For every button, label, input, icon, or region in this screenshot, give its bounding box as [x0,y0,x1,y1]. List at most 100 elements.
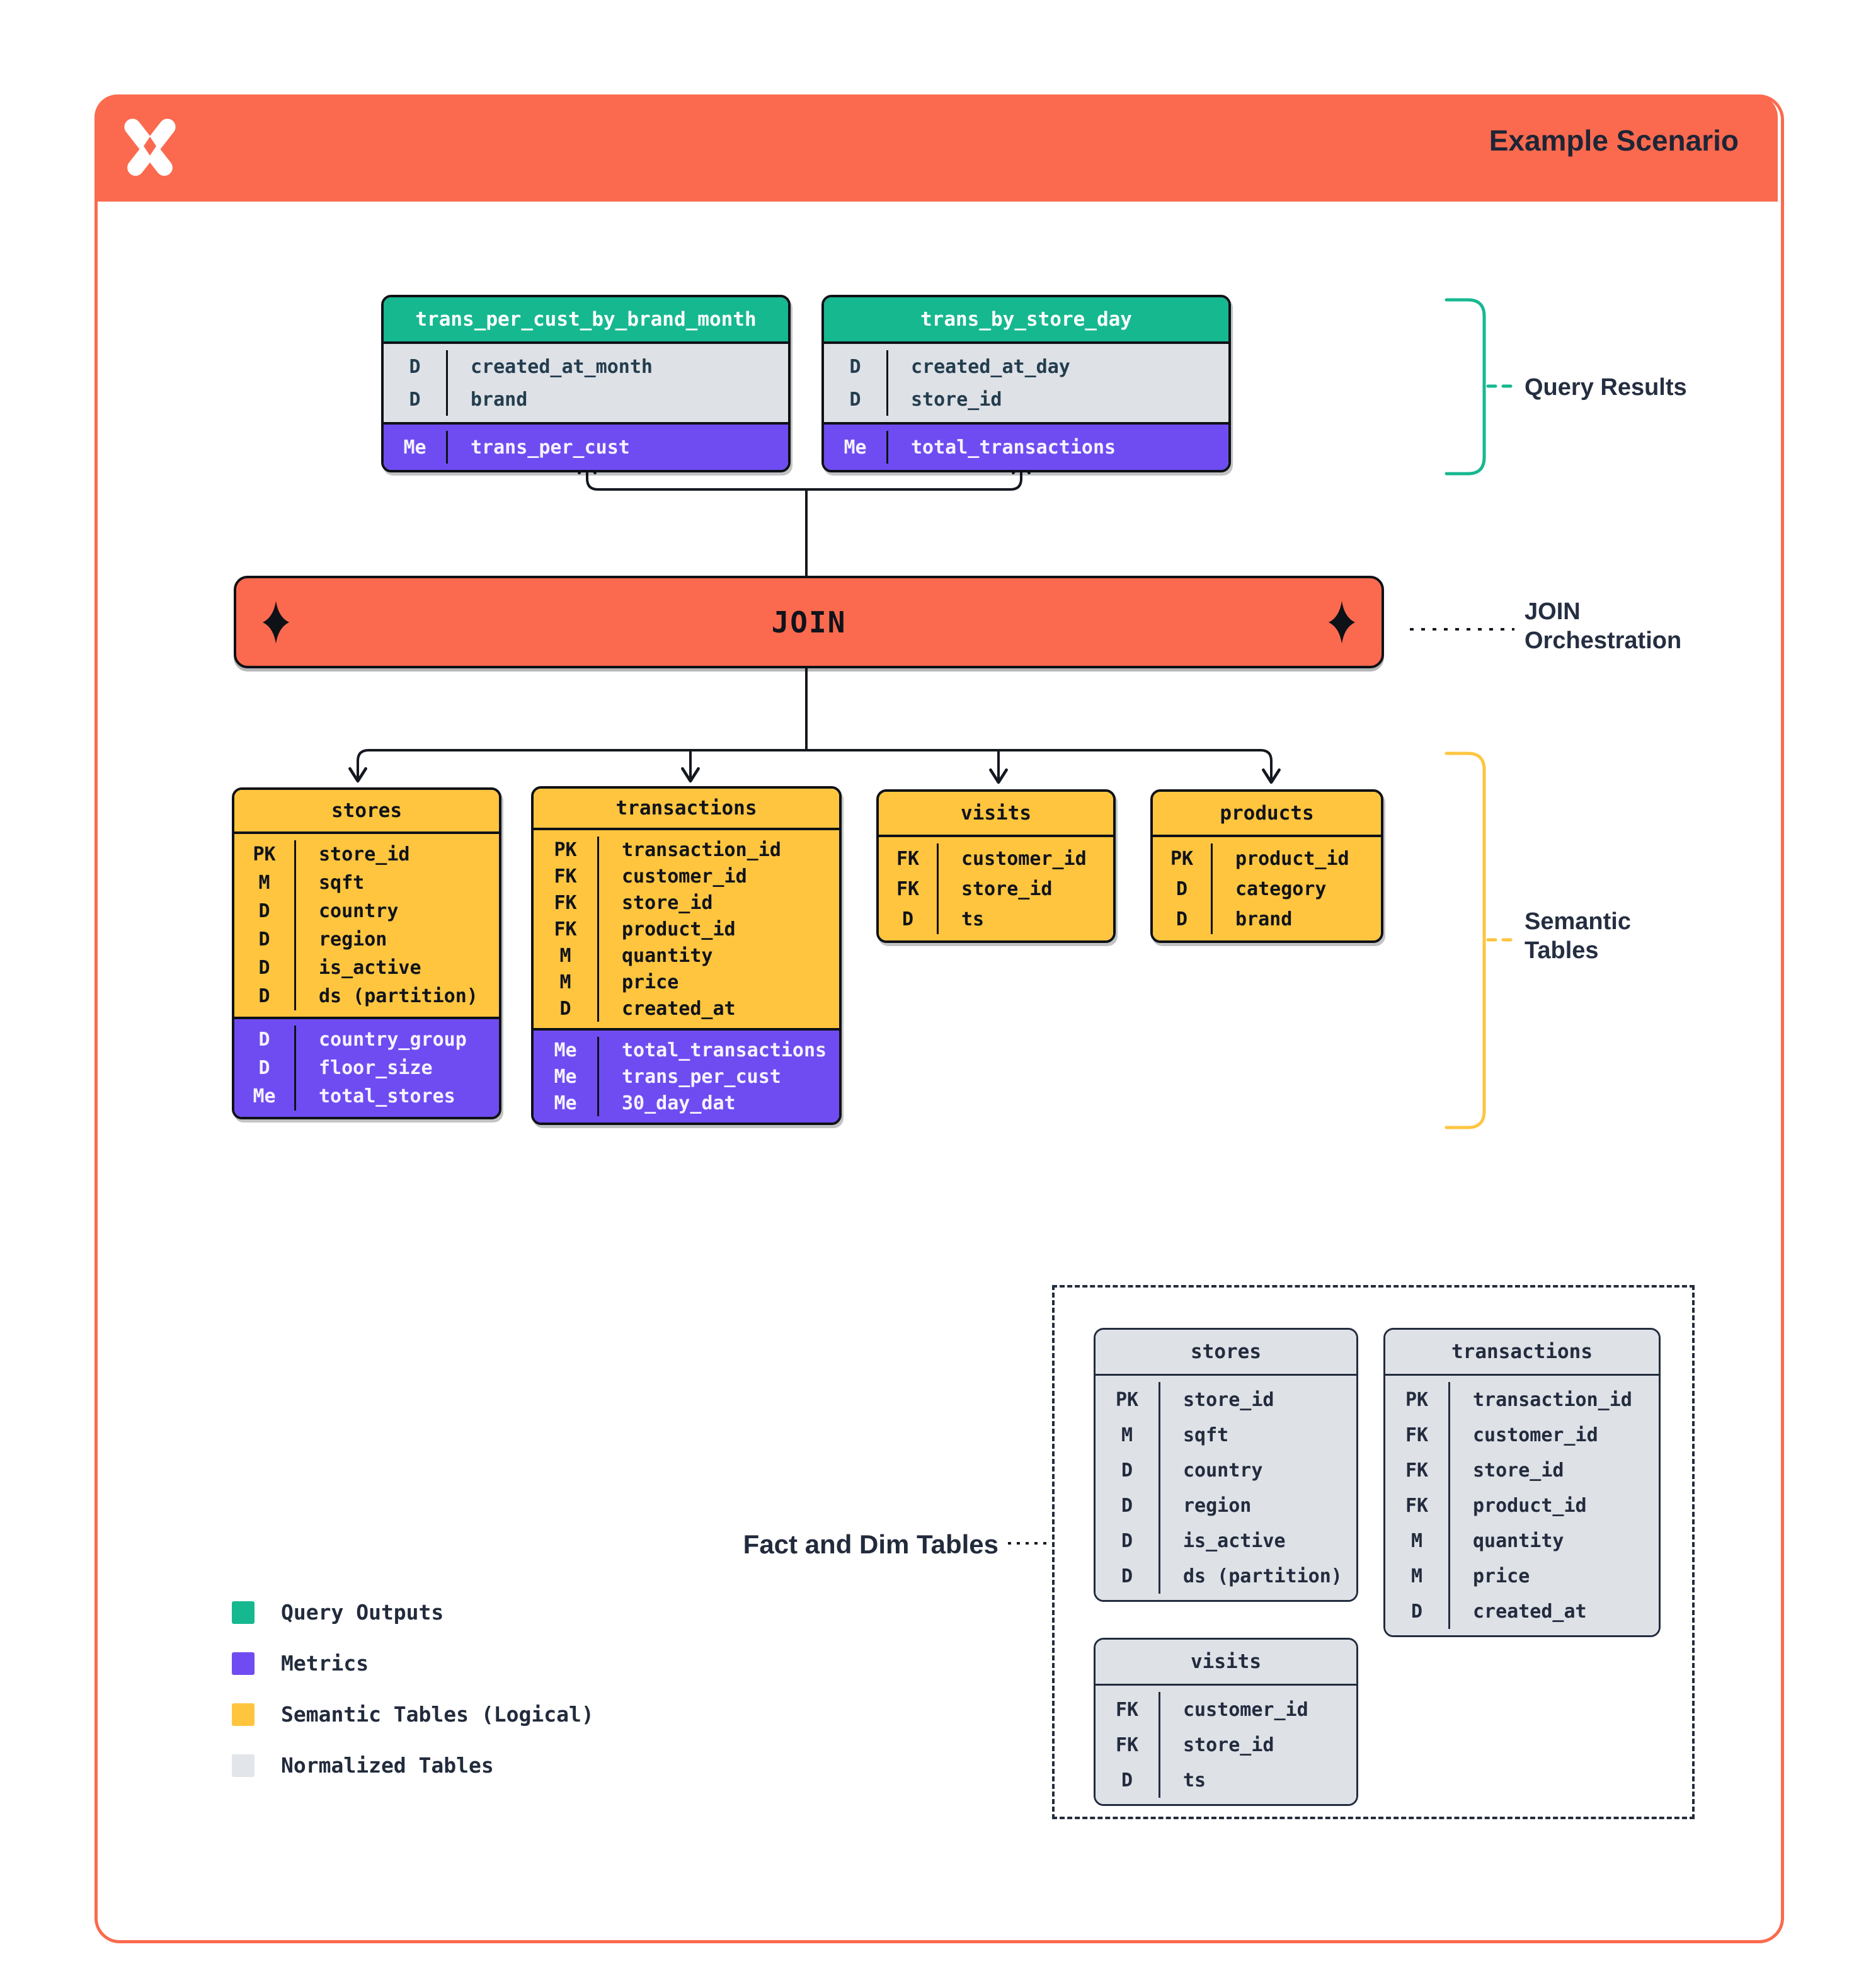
key-badge: Me [384,431,448,464]
table-row: Me 30_day_dat [534,1090,839,1116]
dimension-rows: PK transaction_id FK customer_id FK stor… [534,830,839,1028]
legend-label: Normalized Tables [281,1753,494,1778]
table-row: FK customer_id [534,863,839,889]
table-row: FK store_id [1385,1453,1659,1488]
field-name: created_at [1473,1600,1587,1623]
table-title: trans_by_store_day [824,297,1228,344]
field-name: customer_id [1473,1424,1598,1446]
table-row: Me trans_per_cust [384,431,788,464]
legend: Query Outputs Metrics Semantic Tables (L… [232,1600,594,1778]
dimension-rows: FK customer_id FK store_id D ts [1096,1686,1356,1804]
field-name: total_stores [319,1085,455,1107]
field-name: trans_per_cust [471,436,630,459]
dimension-rows: D created_at_month D brand [384,344,788,422]
key-badge: M [1385,1523,1450,1558]
key-badge: D [1096,1558,1160,1594]
field-name: store_id [319,843,410,865]
dimension-rows: PK store_id M sqft D country D region D … [1096,1376,1356,1600]
table-row: D region [234,925,499,954]
field-name: store_id [911,388,1002,411]
join-label: JOIN [771,605,847,639]
key-badge: M [534,942,599,969]
table-row: FK store_id [1096,1727,1356,1762]
field-name: store_id [622,891,713,914]
table-row: Me total_transactions [534,1037,839,1063]
key-badge: FK [879,843,939,874]
key-badge: PK [1153,843,1213,874]
field-name: customer_id [622,865,747,888]
key-badge: PK [234,840,296,869]
table-row: FK store_id [879,874,1113,904]
key-badge: D [234,925,296,954]
table-row: M sqft [234,869,499,897]
key-badge: D [824,383,888,416]
key-badge: D [1096,1453,1160,1488]
label-semantic-tables: Semantic Tables [1525,908,1631,964]
key-badge: FK [534,863,599,889]
table-row: D country [1096,1453,1356,1488]
legend-label: Metrics [281,1651,369,1676]
legend-label: Semantic Tables (Logical) [281,1702,594,1727]
key-badge: D [234,1054,296,1082]
field-name: product_id [1235,847,1349,870]
field-name: ds (partition) [1183,1565,1342,1587]
field-name: price [1473,1565,1530,1587]
key-badge: D [384,383,448,416]
legend-label: Query Outputs [281,1600,444,1625]
table-row: FK customer_id [1385,1417,1659,1453]
key-badge: Me [534,1063,599,1090]
field-name: created_at_day [911,355,1070,378]
key-badge: Me [534,1037,599,1063]
key-badge: D [1153,874,1213,904]
table-row: FK customer_id [879,843,1113,874]
table-row: Me total_stores [234,1082,499,1111]
field-name: store_id [1183,1734,1274,1756]
table-row: D country [234,897,499,925]
field-name: total_transactions [622,1039,827,1061]
key-badge: FK [534,889,599,916]
table-row: D ts [1096,1762,1356,1798]
normalized-table-stores: stores PK store_id M sqft D country D re… [1094,1328,1358,1602]
fact-dim-group-box [1052,1285,1695,1819]
key-badge: D [534,995,599,1022]
table-row: M quantity [1385,1523,1659,1558]
table-row: M price [1385,1558,1659,1594]
metric-rows: Me trans_per_cust [384,422,788,470]
key-badge: FK [534,916,599,942]
dimension-rows: PK store_id M sqft D country D region D … [234,834,499,1017]
field-name: transaction_id [622,838,781,861]
table-row: M sqft [1096,1417,1356,1453]
normalized-table-transactions: transactions PK transaction_id FK custom… [1383,1328,1661,1637]
key-badge: PK [1096,1382,1160,1417]
field-name: price [622,971,679,993]
table-row: PK store_id [234,840,499,869]
table-row: D is_active [234,954,499,982]
dimension-rows: D created_at_day D store_id [824,344,1228,422]
table-row: D brand [1153,904,1381,934]
table-row: D created_at_month [384,350,788,383]
table-row: D is_active [1096,1523,1356,1558]
key-badge: Me [234,1082,296,1111]
dimension-rows: PK product_id D category D brand [1153,837,1381,940]
table-row: PK transaction_id [534,837,839,863]
key-badge: D [1096,1523,1160,1558]
table-row: FK product_id [534,916,839,942]
metric-rows: D country_group D floor_size Me total_st… [234,1017,499,1117]
table-row: PK product_id [1153,843,1381,874]
table-title: visits [1096,1640,1356,1686]
metric-rows: Me total_transactions Me trans_per_cust … [534,1028,839,1123]
field-name: brand [471,388,528,411]
brand-x-logo-icon [124,118,176,176]
table-row: PK transaction_id [1385,1382,1659,1417]
dimension-rows: PK transaction_id FK customer_id FK stor… [1385,1376,1659,1635]
key-badge: FK [1385,1417,1450,1453]
field-name: ds (partition) [319,985,478,1007]
field-name: brand [1235,908,1293,930]
field-name: quantity [1473,1529,1564,1552]
key-badge: FK [1096,1692,1160,1727]
key-badge: FK [1385,1488,1450,1523]
key-badge: PK [534,837,599,863]
page-title: Example Scenario [1489,124,1739,157]
semantic-table-visits: visits FK customer_id FK store_id D ts [876,789,1116,943]
